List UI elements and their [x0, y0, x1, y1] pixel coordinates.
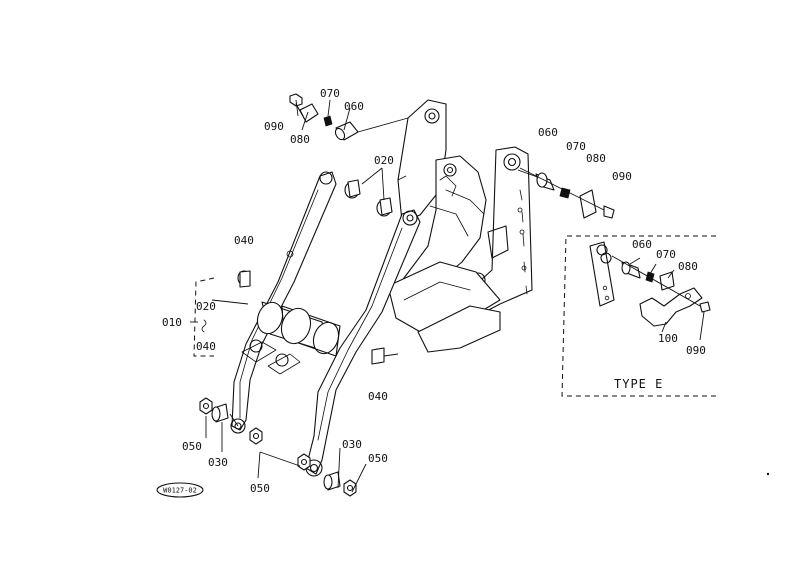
collar-040-left — [237, 270, 251, 288]
callout-090-right: 090 — [612, 170, 632, 183]
leader-lines — [205, 99, 385, 493]
arm-cross-tube — [241, 301, 341, 375]
callout-010: 010 — [162, 316, 182, 329]
callout-030-bottom: 030 — [342, 438, 362, 451]
callout-020-top: 020 — [374, 154, 394, 167]
group-bracket-010 — [193, 277, 215, 357]
figure-code: W0127-02 — [163, 487, 197, 495]
pin-assembly-right — [517, 167, 615, 219]
callout-040-group: 040 — [196, 340, 216, 353]
inset-callout-080: 080 — [678, 260, 698, 273]
inset-callout-090: 090 — [686, 344, 706, 357]
collar-020-top — [344, 179, 393, 217]
callout-090-top: 090 — [264, 120, 284, 133]
figure-code-badge: W0127-02 — [156, 482, 204, 498]
callout-050-bottom-right: 050 — [368, 452, 388, 465]
callout-080-right: 080 — [586, 152, 606, 165]
lift-arm-left — [230, 171, 337, 434]
nuts-050-bottom — [249, 427, 311, 471]
inset-callout-100: 100 — [658, 332, 678, 345]
inset-callout-070: 070 — [656, 248, 676, 261]
callout-050-bottom: 050 — [250, 482, 270, 495]
callout-020-group: 020 — [196, 300, 216, 313]
inset-title: TYPE E — [614, 377, 663, 391]
callout-070-top: 070 — [320, 87, 340, 100]
callout-060-right: 060 — [538, 126, 558, 139]
callout-040-right: 040 — [368, 390, 388, 403]
nut-bushing-bottom-left — [199, 397, 239, 427]
callout-030-left: 030 — [208, 456, 228, 469]
inset-callout-060: 060 — [632, 238, 652, 251]
nut-bushing-bottom-right — [323, 471, 357, 497]
callout-080-top: 080 — [290, 133, 310, 146]
collar-040-right — [371, 347, 399, 365]
callout-060-top: 060 — [344, 100, 364, 113]
type-e-inset — [561, 235, 716, 397]
callout-040-left: 040 — [234, 234, 254, 247]
loader-mount-frame — [387, 99, 533, 353]
pin-assembly-top — [289, 93, 409, 141]
callout-050-left: 050 — [182, 440, 202, 453]
callout-070-right: 070 — [566, 140, 586, 153]
